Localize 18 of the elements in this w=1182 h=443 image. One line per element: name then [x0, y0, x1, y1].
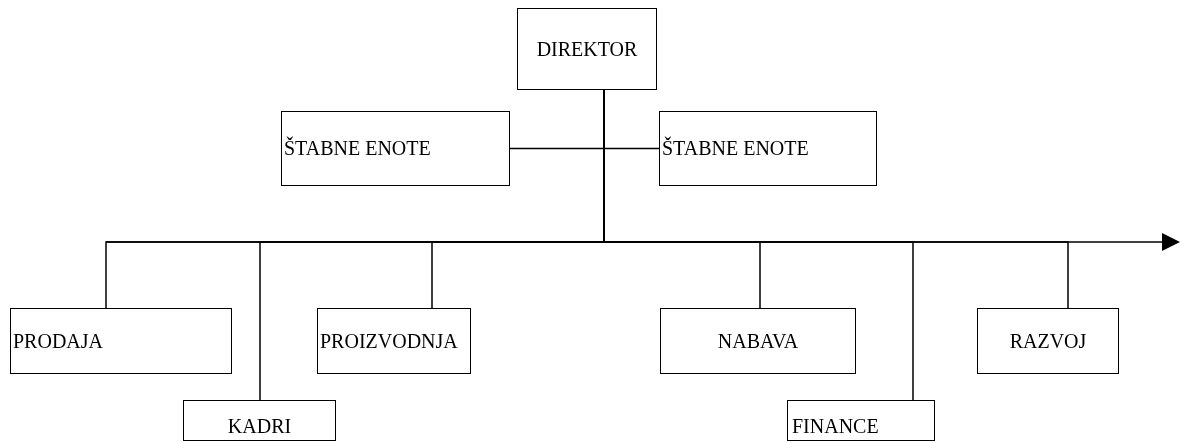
unit-label: FINANCE — [792, 415, 879, 438]
unit-label: NABAVA — [717, 329, 799, 353]
org-unit-box — [517, 8, 657, 90]
org-unit-box — [281, 111, 510, 186]
org-unit-box — [317, 308, 471, 374]
org-unit-box — [183, 400, 336, 441]
unit-label: KADRI — [227, 415, 292, 438]
unit-label: PROIZVODNJA — [320, 329, 458, 353]
org-unit-box — [660, 308, 856, 374]
org-unit-box — [787, 400, 935, 441]
unit-label: RAZVOJ — [1009, 329, 1087, 353]
unit-label: ŠTABNE ENOTE — [284, 137, 431, 160]
unit-label: DIREKTOR — [536, 37, 638, 61]
unit-label: ŠTABNE ENOTE — [662, 137, 809, 160]
org-unit-box — [977, 308, 1119, 374]
org-unit-box — [10, 308, 232, 374]
unit-label: PRODAJA — [13, 329, 104, 353]
org-unit-box — [659, 111, 877, 186]
